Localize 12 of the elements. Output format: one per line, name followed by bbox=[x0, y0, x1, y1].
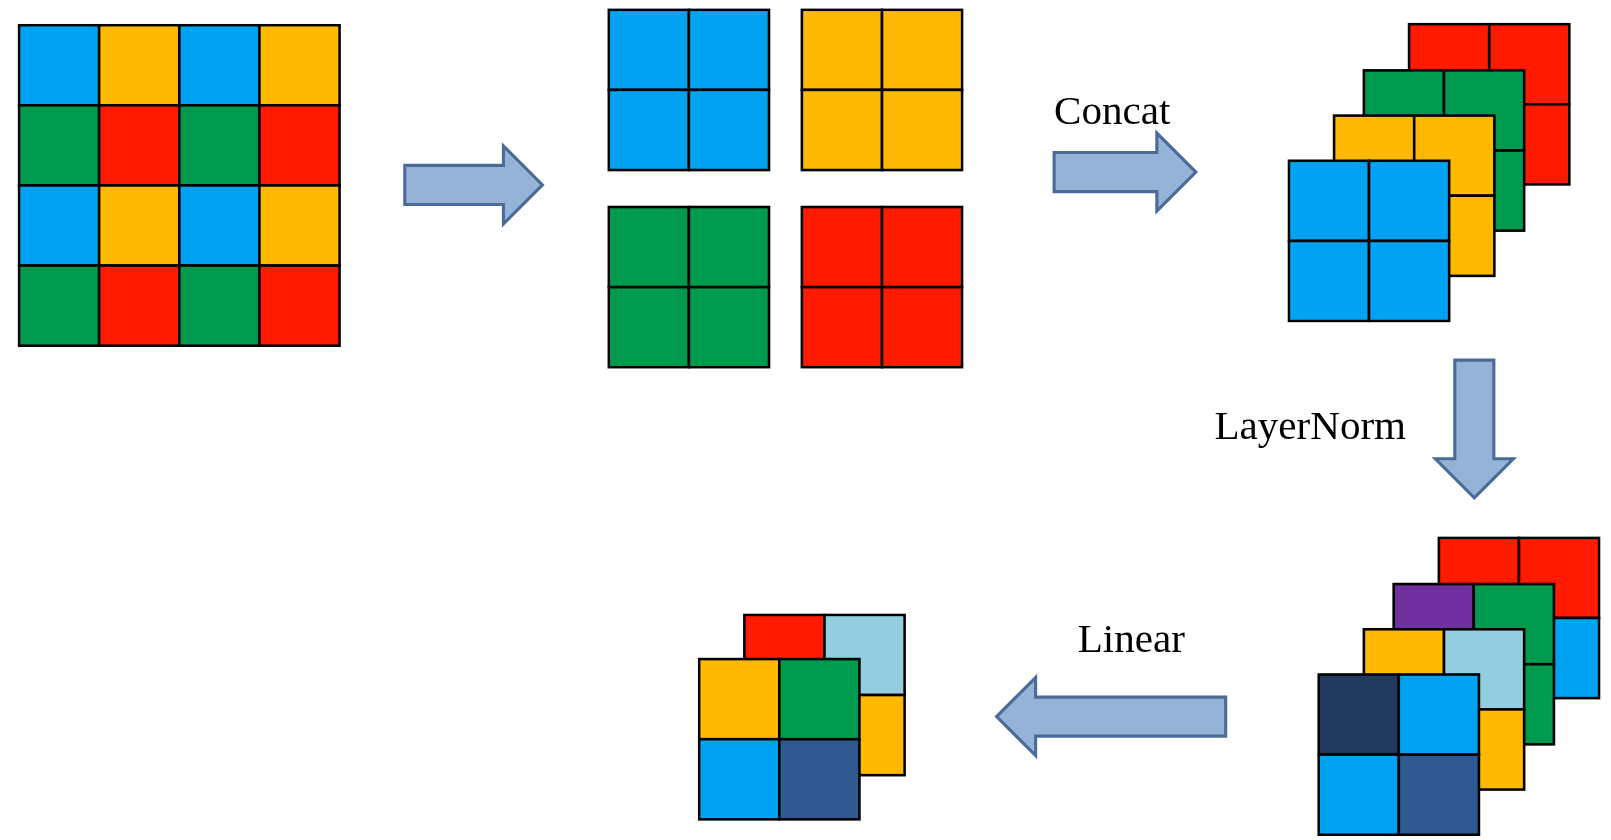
color-grid-drawing bbox=[16, 23, 341, 347]
patch-stack-drawing bbox=[1316, 535, 1601, 836]
edge-label: LayerNorm bbox=[1214, 402, 1407, 448]
edge-label: Linear bbox=[1077, 616, 1185, 662]
patch-stack-drawing bbox=[697, 612, 906, 821]
block-arrow bbox=[1052, 129, 1199, 215]
block-arrow bbox=[1431, 358, 1518, 500]
patch-grid-drawing bbox=[606, 7, 964, 369]
block-arrow bbox=[403, 142, 545, 228]
block-arrow bbox=[994, 673, 1228, 760]
patch-stack-drawing bbox=[1286, 22, 1571, 323]
edge-label: Concat bbox=[1054, 88, 1171, 134]
